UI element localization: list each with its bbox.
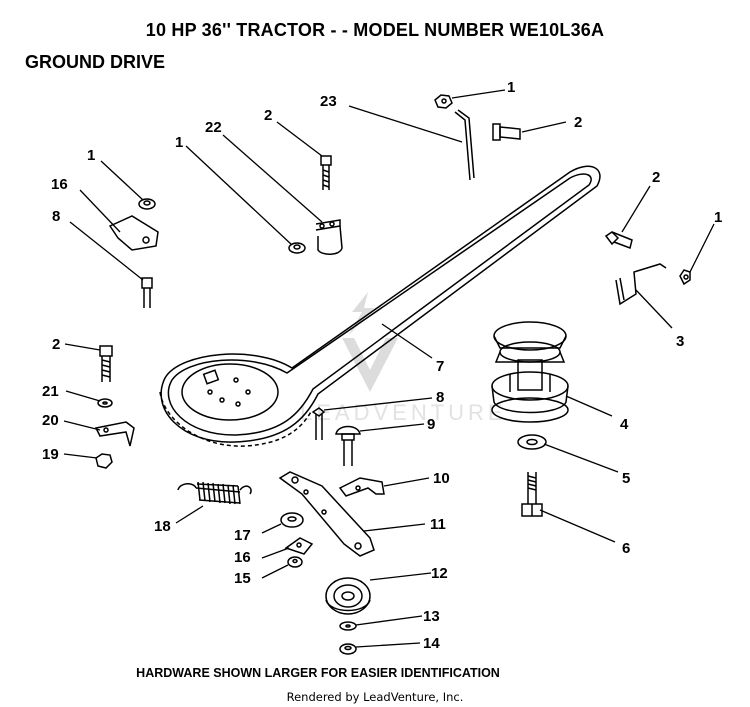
callout-2: 2 bbox=[52, 336, 60, 353]
render-credit: Rendered by LeadVenture, Inc. bbox=[286, 690, 464, 704]
bolt bbox=[521, 472, 543, 517]
callout-6: 6 bbox=[622, 540, 630, 557]
callout-11: 11 bbox=[430, 516, 446, 533]
drive-belt bbox=[159, 165, 601, 447]
bracket bbox=[284, 537, 314, 555]
bolt bbox=[99, 345, 113, 382]
callout-15: 15 bbox=[234, 570, 251, 587]
drive-pulley bbox=[491, 321, 569, 423]
callout-12: 12 bbox=[431, 565, 448, 582]
callout-14: 14 bbox=[423, 635, 440, 652]
bolt bbox=[320, 155, 332, 190]
callout-8: 8 bbox=[436, 389, 444, 406]
callout-labels: 1 1 1 1 2 2 2 2 3 4 5 6 7 8 8 9 10 11 12… bbox=[42, 79, 722, 652]
callout-16: 16 bbox=[234, 549, 251, 566]
idler-pulley bbox=[325, 577, 371, 615]
callout-5: 5 bbox=[622, 470, 630, 487]
nut bbox=[339, 643, 357, 655]
diagram-title: 10 HP 36'' TRACTOR - - MODEL NUMBER WE10… bbox=[145, 20, 605, 40]
callout-18: 18 bbox=[154, 518, 171, 535]
callout-2: 2 bbox=[652, 169, 660, 186]
leadventure-watermark: LEADVENTURE bbox=[300, 292, 507, 425]
callout-20: 20 bbox=[42, 412, 59, 429]
callout-19: 19 bbox=[42, 446, 59, 463]
washer bbox=[280, 512, 304, 528]
pin bbox=[311, 407, 326, 440]
callout-8: 8 bbox=[52, 208, 60, 225]
svg-text:LEADVENTURE: LEADVENTURE bbox=[300, 400, 507, 425]
callout-7: 7 bbox=[436, 358, 444, 375]
hardware-note: HARDWARE SHOWN LARGER FOR EASIER IDENTIF… bbox=[136, 666, 500, 680]
nut bbox=[95, 453, 113, 469]
diagram-subtitle: GROUND DRIVE bbox=[25, 52, 166, 72]
washer bbox=[339, 621, 357, 631]
callout-2: 2 bbox=[264, 107, 272, 124]
bracket bbox=[338, 477, 385, 497]
idler-arm bbox=[278, 471, 375, 557]
callout-10: 10 bbox=[433, 470, 450, 487]
nut bbox=[287, 556, 303, 568]
tension-spring bbox=[177, 481, 252, 505]
nut bbox=[138, 198, 156, 210]
bolt bbox=[141, 277, 153, 308]
nut bbox=[679, 269, 691, 286]
callout-1: 1 bbox=[714, 209, 722, 226]
callout-1: 1 bbox=[507, 79, 515, 96]
callout-9: 9 bbox=[427, 416, 435, 433]
callout-1: 1 bbox=[175, 134, 183, 151]
callout-3: 3 bbox=[676, 333, 684, 350]
carriage-bolt bbox=[335, 425, 361, 466]
callout-21: 21 bbox=[42, 383, 59, 400]
bolt bbox=[492, 123, 521, 141]
rod bbox=[454, 109, 475, 181]
callout-13: 13 bbox=[423, 608, 440, 625]
leader-lines bbox=[63, 89, 715, 648]
nut bbox=[434, 94, 453, 109]
callout-22: 22 bbox=[205, 119, 222, 136]
washer bbox=[517, 434, 547, 450]
washer bbox=[97, 398, 113, 408]
callout-23: 23 bbox=[320, 93, 337, 110]
callout-2: 2 bbox=[574, 114, 582, 131]
bolt bbox=[604, 231, 633, 249]
callout-4: 4 bbox=[620, 416, 629, 433]
bracket bbox=[94, 421, 135, 447]
rod bbox=[615, 263, 667, 306]
callout-17: 17 bbox=[234, 527, 251, 544]
callout-1: 1 bbox=[87, 147, 95, 164]
nut bbox=[288, 242, 306, 254]
bracket bbox=[315, 219, 343, 255]
bracket bbox=[108, 215, 159, 251]
callout-16: 16 bbox=[51, 176, 68, 193]
